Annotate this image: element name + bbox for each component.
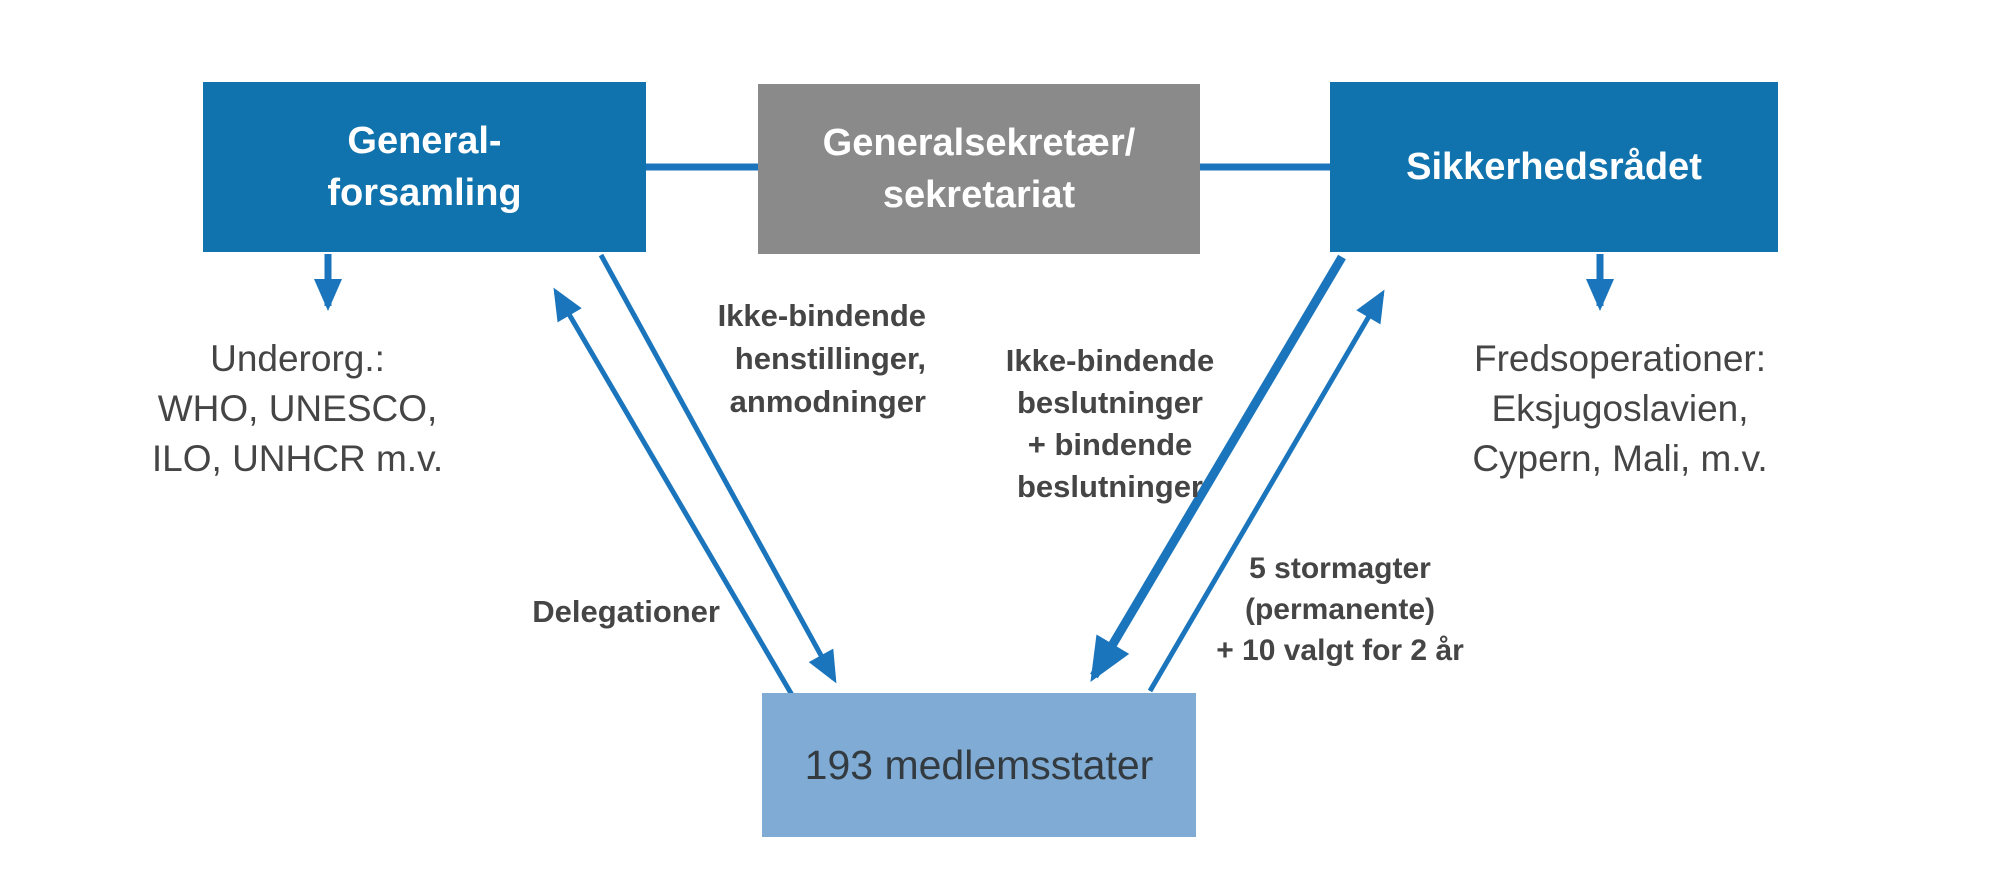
node-member-states: 193 medlemsstater [762, 693, 1196, 837]
annotation-recommendations-line1: Ikke-bindende [717, 298, 926, 333]
annotation-recommendations: Ikke-bindende henstillinger, anmodninger [618, 294, 926, 423]
annotation-council-members-line2: (permanente) [1244, 593, 1436, 626]
annotation-suborganizations-line3: ILO, UNHCR m.v. [151, 438, 444, 479]
annotation-decisions-line4: beslutninger [1016, 469, 1203, 504]
node-secretariat-label-line1: Generalsekretær/ [822, 122, 1136, 164]
arrow-assembly-to-members-recommendations [598, 253, 837, 684]
annotation-decisions-line1: Ikke-bindende [1005, 343, 1215, 378]
annotation-decisions-line3: + bindende [1027, 427, 1193, 462]
annotation-council-members: 5 stormagter (permanente) + 10 valgt for… [1185, 548, 1495, 671]
node-general-assembly-label-line2: forsamling [327, 172, 522, 214]
node-secretariat: Generalsekretær/ sekretariat [758, 84, 1200, 254]
arrow-members-to-council-elections [1147, 289, 1385, 693]
annotation-delegations: Delegationer [430, 590, 720, 633]
annotation-council-members-line1: 5 stormagter [1249, 552, 1431, 585]
node-security-council-label: Sikkerhedsrådet [1406, 146, 1702, 188]
annotation-peace-operations-line2: Eksjugoslavien, [1491, 388, 1749, 429]
node-general-assembly: General- forsamling [203, 82, 646, 252]
annotation-delegations-label: Delegationer [532, 594, 720, 629]
annotation-recommendations-line3: anmodninger [729, 384, 926, 419]
annotation-peace-operations-line3: Cypern, Mali, m.v. [1472, 438, 1768, 479]
annotation-peace-operations: Fredsoperationer: Eksjugoslavien, Cypern… [1415, 334, 1825, 484]
annotation-decisions-line2: beslutninger [1016, 385, 1203, 420]
node-general-assembly-label-line1: General- [347, 120, 502, 162]
node-member-states-label: 193 medlemsstater [804, 742, 1154, 788]
arrow-members-to-assembly-delegations [553, 287, 795, 697]
node-security-council: Sikkerhedsrådet [1330, 82, 1778, 252]
annotation-suborganizations: Underorg.: WHO, UNESCO, ILO, UNHCR m.v. [95, 334, 500, 484]
annotation-council-members-line3: + 10 valgt for 2 år [1216, 634, 1464, 667]
node-secretariat-label-line2: sekretariat [882, 174, 1076, 216]
annotation-suborganizations-line2: WHO, UNESCO, [157, 388, 438, 429]
annotation-decisions: Ikke-bindende beslutninger + bindende be… [955, 340, 1265, 508]
annotation-recommendations-line2: henstillinger, [734, 341, 926, 376]
arrow-council-to-members-decisions [1090, 254, 1346, 683]
annotation-suborganizations-line1: Underorg.: [210, 338, 385, 379]
annotation-peace-operations-line1: Fredsoperationer: [1473, 338, 1767, 379]
